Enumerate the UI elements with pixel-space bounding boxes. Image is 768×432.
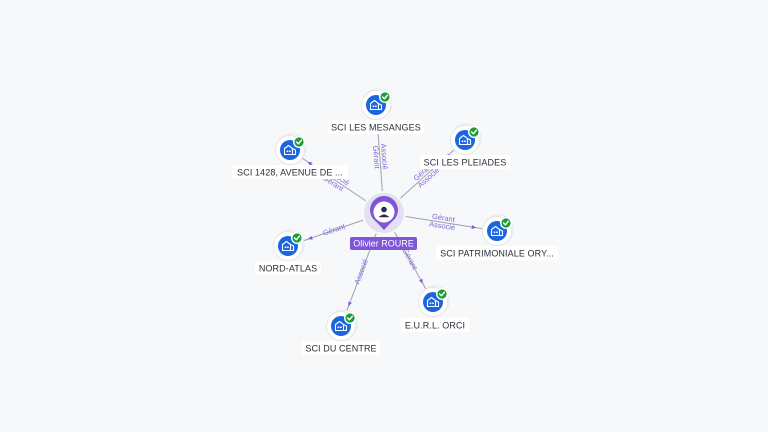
company-label[interactable]: SCI LES MESANGES <box>328 120 424 134</box>
person-icon <box>378 206 390 218</box>
company-label-bg <box>401 318 469 332</box>
verified-check-icon <box>468 125 481 138</box>
company-label-bg <box>436 246 558 260</box>
verified-check-icon <box>500 216 513 229</box>
company-name: NORD-ATLAS <box>259 264 317 274</box>
company-node[interactable]: E.U.R.L. ORCI <box>401 285 469 332</box>
company-name: SCI DU CENTRE <box>305 344 376 354</box>
company-name: SCI LES MESANGES <box>331 123 421 133</box>
company-node[interactable]: SCI 1428, AVENUE DE ... <box>232 133 348 179</box>
edge-arrow <box>471 225 477 229</box>
edge-arrow <box>348 301 352 307</box>
edge-line <box>405 215 483 230</box>
edge-line <box>302 219 364 242</box>
edge-role-label: Gérant <box>400 247 419 272</box>
building-icon <box>281 240 295 252</box>
company-label[interactable]: SCI DU CENTRE <box>302 341 380 355</box>
company-name: SCI PATRIMONIALE ORY... <box>440 249 554 259</box>
edge-role-label: Gérant <box>322 221 347 237</box>
edge-role-label: Gérant <box>431 212 456 225</box>
verified-check-icon <box>436 288 449 301</box>
building-icon <box>283 144 297 156</box>
company-node[interactable]: SCI LES MESANGES <box>328 88 424 134</box>
edge-arrow <box>307 235 313 240</box>
center-name: Olivier ROURE <box>353 239 414 249</box>
edge-arrow <box>418 278 423 284</box>
building-icon <box>369 99 383 111</box>
company-label[interactable]: SCI 1428, AVENUE DE ... <box>232 165 348 179</box>
company-name: SCI 1428, AVENUE DE ... <box>237 168 343 178</box>
company-node[interactable]: SCI PATRIMONIALE ORY... <box>436 214 558 260</box>
edge-role-label: Associé <box>352 258 370 286</box>
company-label[interactable]: NORD-ATLAS <box>255 261 321 275</box>
company-label[interactable]: E.U.R.L. ORCI <box>401 318 469 332</box>
building-icon <box>490 225 504 237</box>
company-name: SCI LES PLEIADES <box>424 158 507 168</box>
edge-role-label: Gérant <box>371 145 382 169</box>
company-label[interactable]: SCI PATRIMONIALE ORY... <box>436 246 558 260</box>
company-label-bg <box>328 120 424 134</box>
company-label-bg <box>420 155 510 169</box>
building-icon <box>426 296 440 308</box>
verified-check-icon <box>379 90 392 103</box>
company-label[interactable]: SCI LES PLEIADES <box>420 155 510 169</box>
company-node[interactable]: NORD-ATLAS <box>255 229 321 275</box>
building-icon <box>458 134 472 146</box>
edge-role-label: Associé <box>429 219 456 232</box>
center-label-bg <box>350 237 417 250</box>
company-nodes: SCI LES MESANGES SCI LES PLEIADES SCI PATR… <box>232 88 558 355</box>
verified-check-icon <box>293 135 306 148</box>
verified-check-icon <box>291 231 304 244</box>
building-icon <box>334 320 348 332</box>
company-label-bg <box>302 341 380 355</box>
center-node[interactable]: Olivier ROURE <box>350 193 417 250</box>
edge-role-label: Associé <box>379 143 390 170</box>
company-node[interactable]: SCI LES PLEIADES <box>420 123 510 169</box>
company-node[interactable]: SCI DU CENTRE <box>302 309 380 355</box>
edge-arrow <box>307 161 313 166</box>
company-label-bg <box>255 261 321 275</box>
company-label-bg <box>232 165 348 179</box>
company-name: E.U.R.L. ORCI <box>405 321 465 331</box>
verified-check-icon <box>344 312 357 325</box>
